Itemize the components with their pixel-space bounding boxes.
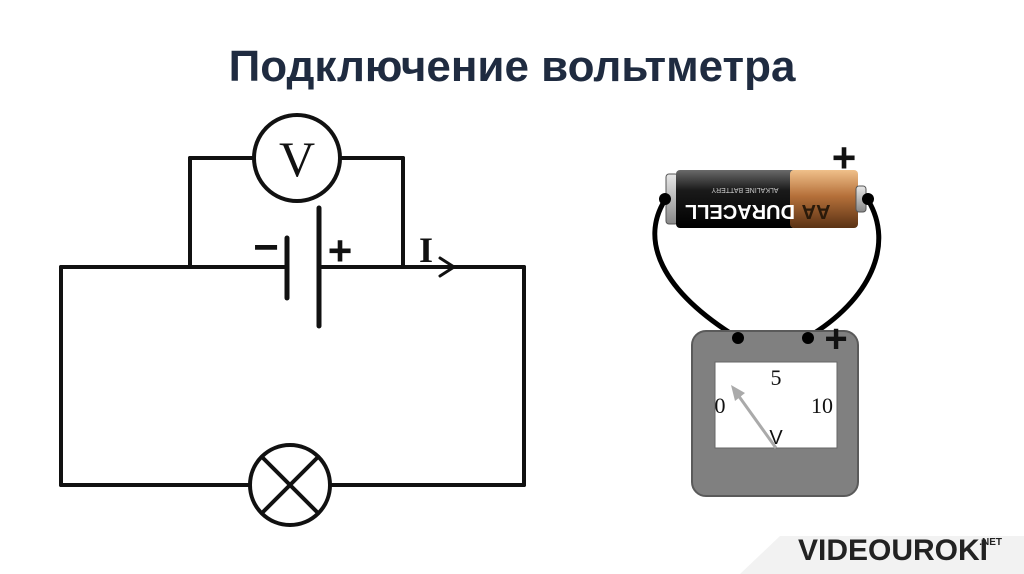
- watermark-backdrop: [740, 536, 1024, 574]
- battery-brand-text: DURACELL: [685, 200, 795, 222]
- lamp-symbol-circle: [248, 443, 332, 527]
- voltmeter-symbol-label: V: [279, 131, 315, 187]
- meter-positive-terminal: [802, 332, 814, 344]
- battery-size-text: AA: [802, 200, 831, 222]
- meter-plus-label: +: [824, 317, 847, 361]
- watermark-text: VIDEOUROKI: [797, 534, 988, 567]
- watermark: VIDEOUROKI .NET: [734, 528, 1024, 574]
- battery-plus-label: +: [832, 134, 857, 181]
- page-title: Подключение вольтметра: [228, 42, 796, 91]
- wire-battery-negative: [652, 197, 741, 341]
- meter-scale-min: 0: [715, 393, 726, 418]
- meter-scale-max: 10: [811, 393, 833, 418]
- circuit-schematic: [59, 113, 526, 527]
- meter-wires: [652, 197, 882, 341]
- aa-battery: [665, 170, 867, 228]
- battery-subtitle-text: ALKALINE BATTERY: [711, 186, 778, 193]
- meter-face: [714, 361, 838, 449]
- meter-needle-tip-icon: [731, 385, 745, 401]
- watermark-suffix: .NET: [979, 537, 1002, 548]
- meter-scale-mid: 5: [771, 365, 782, 390]
- meter-unit-label: V: [769, 427, 783, 449]
- current-label: I: [419, 230, 433, 270]
- meter-negative-terminal: [732, 332, 744, 344]
- current-arrow-icon: [438, 256, 457, 278]
- battery-body: [676, 170, 796, 228]
- battery-negative-terminal-dot: [659, 193, 671, 205]
- wire-battery-positive: [805, 197, 882, 340]
- lamp-cross-2: [260, 455, 320, 515]
- battery-positive-terminal-dot: [862, 193, 874, 205]
- voltmeter-symbol-circle: [252, 113, 342, 203]
- battery-minus-sign: −: [253, 223, 279, 272]
- meter-needle: [736, 394, 778, 449]
- battery-plus-sign: +: [328, 227, 353, 274]
- analog-voltmeter: [691, 330, 859, 497]
- battery-copper-cap: [790, 170, 858, 228]
